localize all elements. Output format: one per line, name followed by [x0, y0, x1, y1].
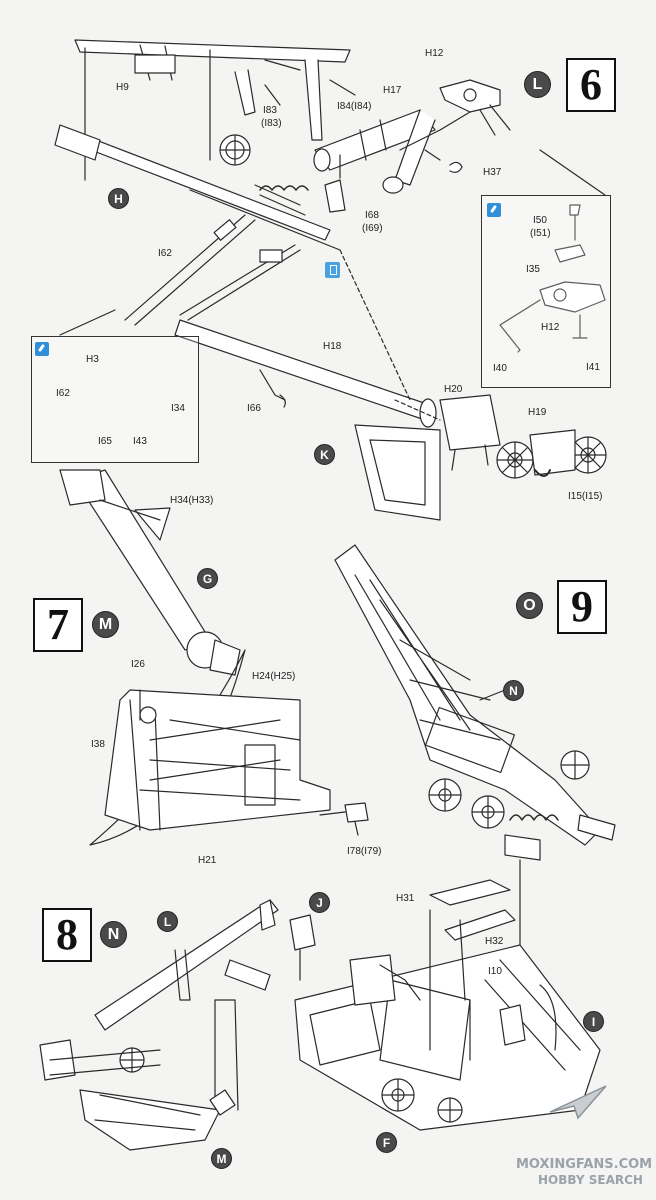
part-label-i83: I83 [263, 105, 277, 116]
detail-box-right [481, 195, 611, 388]
part-label-i10: I10 [488, 966, 502, 977]
detail-info-icon [487, 203, 501, 217]
box-right-label-h12: H12 [541, 322, 560, 333]
part-label-h12: H12 [425, 48, 444, 59]
box-right-label-i41: I41 [586, 362, 600, 373]
part-label-h17: H17 [383, 85, 402, 96]
part-label-i69: (I69) [362, 223, 383, 234]
step-number-7: 7 [33, 598, 83, 652]
part-label-h24: H24(H25) [252, 671, 296, 682]
part-label-i15: I15(I15) [568, 491, 603, 502]
box-right-label-i51: (I51) [530, 228, 551, 239]
assembly-badge-h: H [108, 188, 129, 209]
assembly-badge-g: G [197, 568, 218, 589]
box-right-label-i50: I50 [533, 215, 547, 226]
part-label-i68: I68 [365, 210, 379, 221]
assembly-badge-k: K [314, 444, 335, 465]
part-label-h37: H37 [483, 167, 502, 178]
assembly-badge-m: M [211, 1148, 232, 1169]
part-label-h21: H21 [198, 855, 217, 866]
part-label-i83-alt: (I83) [261, 118, 282, 129]
step-8-badge: N [100, 921, 127, 948]
detail-info-icon-left [35, 342, 49, 356]
step-number-9: 9 [557, 580, 607, 634]
detail-box-left [31, 336, 199, 463]
part-label-h32: H32 [485, 936, 504, 947]
step-9-badge: O [516, 592, 543, 619]
step-7-badge: M [92, 611, 119, 638]
box-left-label-h3: H3 [86, 354, 99, 365]
assembly-badge-i: I [583, 1011, 604, 1032]
part-label-h20: H20 [444, 384, 463, 395]
assembly-badge-n: N [503, 680, 524, 701]
watermark-logo [548, 1082, 608, 1122]
step-6-badge: L [524, 71, 551, 98]
part-label-i84: I84(I84) [337, 101, 372, 112]
part-label-i38: I38 [91, 739, 105, 750]
assembly-badge-l: L [157, 911, 178, 932]
part-label-i62: I62 [158, 248, 172, 259]
assembly-badge-j: J [309, 892, 330, 913]
box-right-label-i35: I35 [526, 264, 540, 275]
part-label-i78: I78(I79) [347, 846, 382, 857]
part-label-i66: I66 [247, 403, 261, 414]
box-left-label-i34: I34 [171, 403, 185, 414]
assembly-badge-f: F [376, 1132, 397, 1153]
part-label-i26: I26 [131, 659, 145, 670]
box-left-label-i65: I65 [98, 436, 112, 447]
part-label-h31: H31 [396, 893, 415, 904]
part-label-h34: H34(H33) [170, 495, 214, 506]
box-right-label-i40: I40 [493, 363, 507, 374]
glue-icon [325, 262, 340, 278]
part-label-h18: H18 [323, 341, 342, 352]
part-label-h9: H9 [116, 82, 129, 93]
step-number-8: 8 [42, 908, 92, 962]
step-number-6: 6 [566, 58, 616, 112]
box-left-label-i43: I43 [133, 436, 147, 447]
watermark-line2: HOBBY SEARCH [538, 1173, 643, 1187]
box-left-label-i62: I62 [56, 388, 70, 399]
watermark-line1: MOXINGFANS.COM [516, 1157, 653, 1172]
part-label-h19: H19 [528, 407, 547, 418]
